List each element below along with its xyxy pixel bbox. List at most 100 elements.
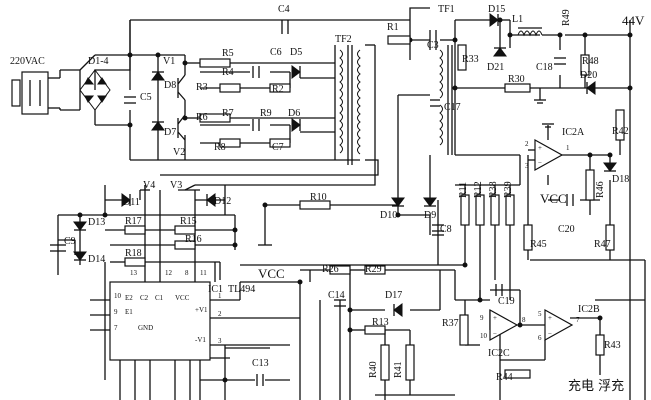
svg-text:−: −: [548, 330, 552, 338]
svg-text:C13: C13: [252, 358, 269, 369]
svg-text:R49: R49: [561, 9, 572, 26]
svg-text:R43: R43: [604, 340, 621, 351]
svg-text:VCC: VCC: [175, 294, 190, 302]
svg-text:R16: R16: [185, 234, 202, 245]
svg-text:R10: R10: [310, 192, 327, 203]
svg-text:9: 9: [114, 308, 118, 316]
svg-text:7: 7: [576, 316, 580, 324]
svg-text:R7: R7: [222, 108, 234, 119]
svg-text:E2: E2: [125, 294, 133, 302]
svg-text:5: 5: [538, 310, 542, 318]
svg-text:R18: R18: [125, 248, 142, 259]
svg-text:R46: R46: [595, 181, 606, 198]
svg-text:D10: D10: [380, 210, 397, 221]
svg-text:+: +: [548, 314, 552, 322]
svg-text:R15: R15: [180, 216, 197, 227]
svg-text:C18: C18: [536, 62, 553, 73]
svg-text:C5: C5: [140, 92, 152, 103]
svg-text:R33: R33: [462, 54, 479, 65]
svg-text:C9: C9: [64, 236, 76, 247]
svg-text:R3: R3: [196, 82, 208, 93]
svg-text:C1: C1: [155, 294, 164, 302]
output-voltage-label: 44V: [622, 13, 645, 28]
svg-text:R42: R42: [612, 126, 629, 137]
svg-text:C6: C6: [270, 47, 282, 58]
svg-text:R26: R26: [322, 264, 339, 275]
svg-text:R29: R29: [365, 264, 382, 275]
ic2c-label: IC2C: [488, 348, 510, 359]
svg-text:D21: D21: [487, 62, 504, 73]
svg-text:V2: V2: [173, 147, 185, 158]
svg-text:R1: R1: [387, 22, 399, 33]
svg-text:1: 1: [218, 292, 222, 300]
svg-text:12: 12: [165, 269, 173, 277]
svg-text:C7: C7: [272, 142, 284, 153]
transistors: [139, 74, 200, 200]
tl494-label: TL494: [228, 284, 255, 295]
svg-text:D17: D17: [385, 290, 402, 301]
ic2b-label: IC2B: [578, 304, 600, 315]
svg-text:C3: C3: [427, 40, 439, 51]
ac-input-label: 220VAC: [10, 56, 45, 67]
svg-text:+: +: [538, 144, 542, 152]
bridge-rectifier: [79, 69, 111, 125]
svg-text:C14: C14: [328, 290, 345, 301]
svg-text:D9: D9: [424, 210, 436, 221]
svg-text:D18: D18: [612, 174, 629, 185]
ic2a-label: IC2A: [562, 127, 585, 138]
svg-text:D5: D5: [290, 47, 302, 58]
svg-text:TF2: TF2: [335, 34, 352, 45]
svg-text:10: 10: [480, 332, 488, 340]
svg-text:R45: R45: [530, 239, 547, 250]
svg-text:GND: GND: [138, 324, 153, 332]
bridge-label: D1-4: [88, 56, 109, 67]
svg-text:D20: D20: [580, 70, 597, 81]
svg-text:R2: R2: [272, 84, 284, 95]
ic2c-opamp: + − 9 10 8: [480, 308, 526, 342]
svg-text:V3: V3: [170, 180, 182, 191]
svg-text:R4: R4: [222, 67, 234, 78]
svg-text:D15: D15: [488, 4, 505, 15]
svg-text:6: 6: [538, 334, 542, 342]
ground-symbols: [258, 99, 554, 246]
svg-text:R6: R6: [196, 112, 208, 123]
svg-text:−: −: [493, 330, 497, 338]
svg-text:C4: C4: [278, 4, 290, 15]
svg-text:E1: E1: [125, 308, 133, 316]
svg-text:R11: R11: [458, 182, 469, 198]
resistors: [124, 35, 625, 381]
svg-text:8: 8: [185, 269, 189, 277]
svg-text:R8: R8: [214, 142, 226, 153]
svg-text:R48: R48: [582, 56, 599, 67]
svg-text:11: 11: [200, 269, 207, 277]
svg-text:R12: R12: [473, 181, 484, 198]
svg-text:D8: D8: [164, 80, 176, 91]
diodes: [73, 13, 617, 317]
ic2a-opamp: + − 1 2 3: [525, 138, 570, 172]
svg-text:C8: C8: [440, 224, 452, 235]
svg-text:D7: D7: [164, 127, 176, 138]
svg-text:C2: C2: [140, 294, 149, 302]
svg-text:R5: R5: [222, 48, 234, 59]
svg-text:13: 13: [130, 269, 138, 277]
charge-status-label: 充电 浮充: [568, 378, 624, 394]
svg-text:R39: R39: [503, 181, 514, 198]
svg-text:−: −: [538, 159, 542, 167]
capacitors: [50, 30, 574, 386]
svg-text:7: 7: [114, 324, 118, 332]
svg-text:D11: D11: [123, 197, 140, 208]
svg-text:C19: C19: [498, 296, 515, 307]
svg-text:9: 9: [480, 314, 484, 322]
svg-text:3: 3: [218, 337, 222, 345]
ac-input-plug: [11, 70, 61, 115]
svg-text:R38: R38: [488, 181, 499, 198]
svg-text:R41: R41: [393, 361, 404, 378]
svg-text:C20: C20: [558, 224, 575, 235]
svg-text:2: 2: [218, 310, 222, 318]
svg-text:R37: R37: [442, 318, 459, 329]
svg-text:R9: R9: [260, 108, 272, 119]
svg-text:D6: D6: [288, 108, 300, 119]
svg-text:10: 10: [114, 292, 122, 300]
